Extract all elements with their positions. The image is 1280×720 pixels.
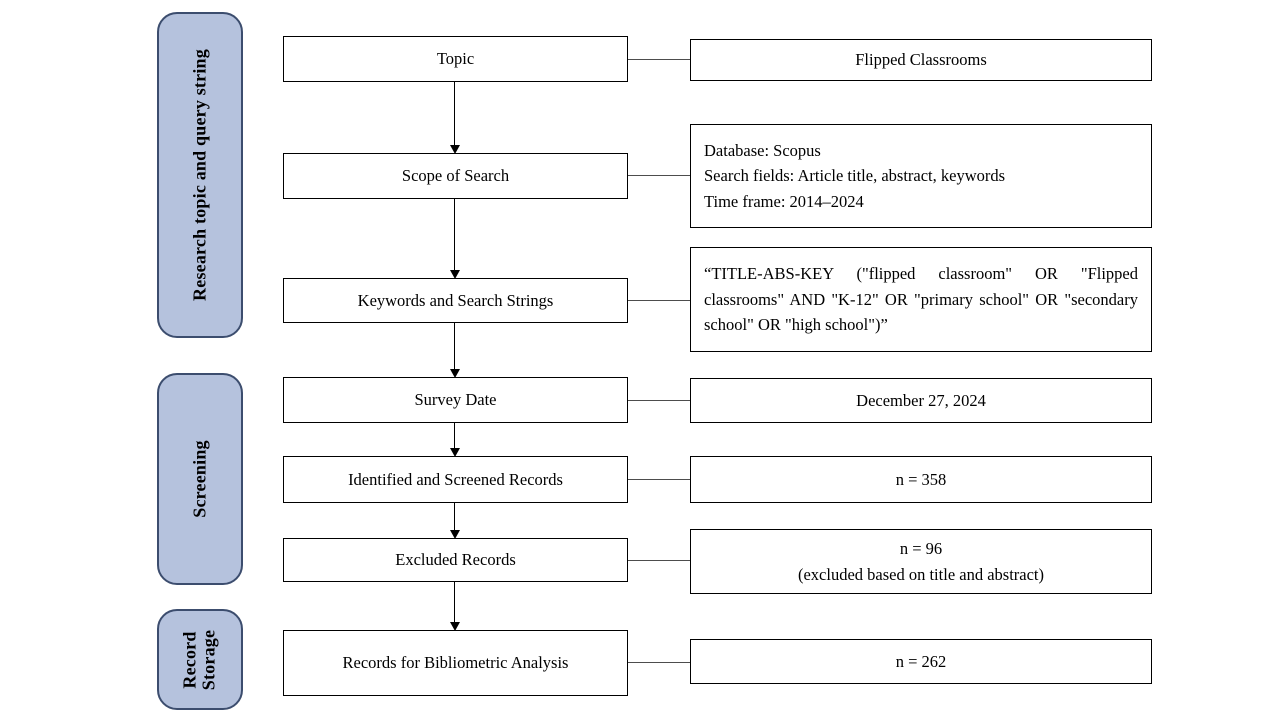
step-label: Keywords and Search Strings	[357, 290, 554, 310]
step-label: Identified and Screened Records	[348, 469, 563, 489]
stage-label: Research topic and query string	[189, 49, 210, 301]
step-box-survey-date: Survey Date	[283, 377, 628, 423]
down-arrow	[449, 323, 460, 378]
step-box-identified-screened-records: Identified and Screened Records	[283, 456, 628, 503]
step-box-keywords-search-strings: Keywords and Search Strings	[283, 278, 628, 323]
detail-box-identified-count: n = 358	[690, 456, 1152, 503]
step-label: Topic	[436, 49, 475, 68]
connector-line	[628, 300, 690, 301]
step-label: Excluded Records	[395, 550, 516, 569]
connector-line	[628, 175, 690, 176]
down-arrow	[449, 423, 460, 457]
detail-box-scope-of-search: Database: Scopus Search fields: Article …	[690, 124, 1152, 228]
detail-text: “TITLE-ABS-KEY ("flipped classroom" OR "…	[704, 264, 1138, 335]
detail-text: December 27, 2024	[856, 390, 986, 410]
stage-label: Record Storage	[179, 629, 219, 690]
detail-box-survey-date: December 27, 2024	[690, 378, 1152, 423]
step-box-excluded-records: Excluded Records	[283, 538, 628, 582]
stage-group-screening: Screening	[157, 373, 243, 585]
detail-box-excluded-count: n = 96 (excluded based on title and abst…	[690, 529, 1152, 594]
down-arrow	[449, 82, 460, 154]
connector-line	[628, 59, 690, 60]
step-label: Survey Date	[414, 390, 497, 409]
detail-box-final-count: n = 262	[690, 639, 1152, 684]
step-box-scope-of-search: Scope of Search	[283, 153, 628, 199]
detail-text: n = 358	[895, 469, 947, 489]
connector-line	[628, 479, 690, 480]
connector-line	[628, 560, 690, 561]
connector-line	[628, 400, 690, 401]
detail-text: n = 262	[895, 651, 947, 671]
detail-text: n = 96 (excluded based on title and abst…	[797, 538, 1045, 584]
down-arrow	[449, 582, 460, 631]
stage-label: Screening	[189, 440, 210, 518]
step-label: Scope of Search	[401, 166, 510, 185]
down-arrow	[449, 199, 460, 279]
connector-line	[628, 662, 690, 663]
detail-text: Flipped Classrooms	[855, 50, 987, 70]
stage-group-research-topic: Research topic and query string	[157, 12, 243, 338]
step-box-topic: Topic	[283, 36, 628, 82]
step-box-bibliometric-analysis: Records for Bibliometric Analysis	[283, 630, 628, 696]
detail-text: Database: Scopus Search fields: Article …	[704, 140, 1006, 211]
detail-box-search-string: “TITLE-ABS-KEY ("flipped classroom" OR "…	[690, 247, 1152, 352]
step-label: Records for Bibliometric Analysis	[342, 653, 569, 672]
detail-box-topic: Flipped Classrooms	[690, 39, 1152, 81]
stage-group-record-storage: Record Storage	[157, 609, 243, 710]
down-arrow	[449, 503, 460, 539]
